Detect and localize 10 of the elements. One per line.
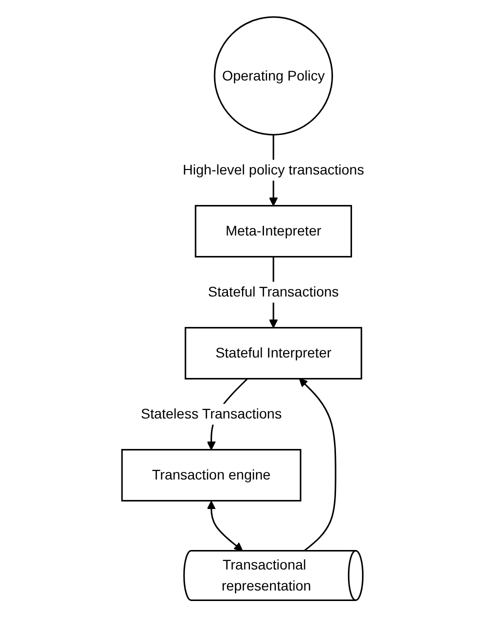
arrow	[207, 501, 244, 552]
edge-label: Stateless Transactions	[141, 406, 282, 422]
edge-label: Stateful Transactions	[208, 284, 340, 300]
node-box: Transaction engine	[122, 449, 302, 502]
node-box: Stateful Interpreter	[185, 327, 363, 380]
edge-label: High-level policy transactions	[183, 162, 365, 178]
arrow	[299, 378, 337, 552]
node-circle: Operating Policy	[214, 16, 334, 136]
node-box: Meta-Intepreter	[195, 205, 352, 258]
node-text: Transactional representation	[222, 556, 312, 594]
